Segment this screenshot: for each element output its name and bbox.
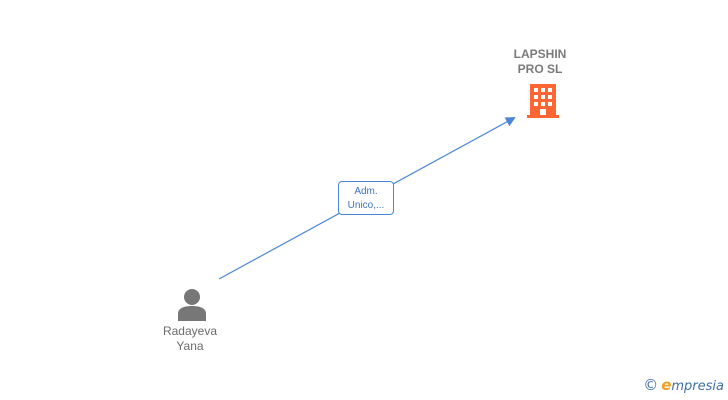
brand-logo-text: mpresia	[671, 379, 724, 394]
person-icon[interactable]	[176, 287, 208, 321]
person-name[interactable]: Radayeva Yana	[162, 324, 218, 353]
relation-label[interactable]: Adm. Unico,...	[338, 181, 394, 215]
relation-label-line1: Adm.	[354, 186, 378, 197]
building-icon[interactable]	[527, 83, 559, 119]
relation-label-line2: Unico,...	[347, 200, 385, 211]
company-name[interactable]: LAPSHIN PRO SL	[513, 47, 567, 76]
copyright-icon: ©	[643, 376, 659, 394]
brand-logo-letter: e	[661, 376, 672, 394]
brand-footer: ©empresia	[643, 376, 724, 394]
